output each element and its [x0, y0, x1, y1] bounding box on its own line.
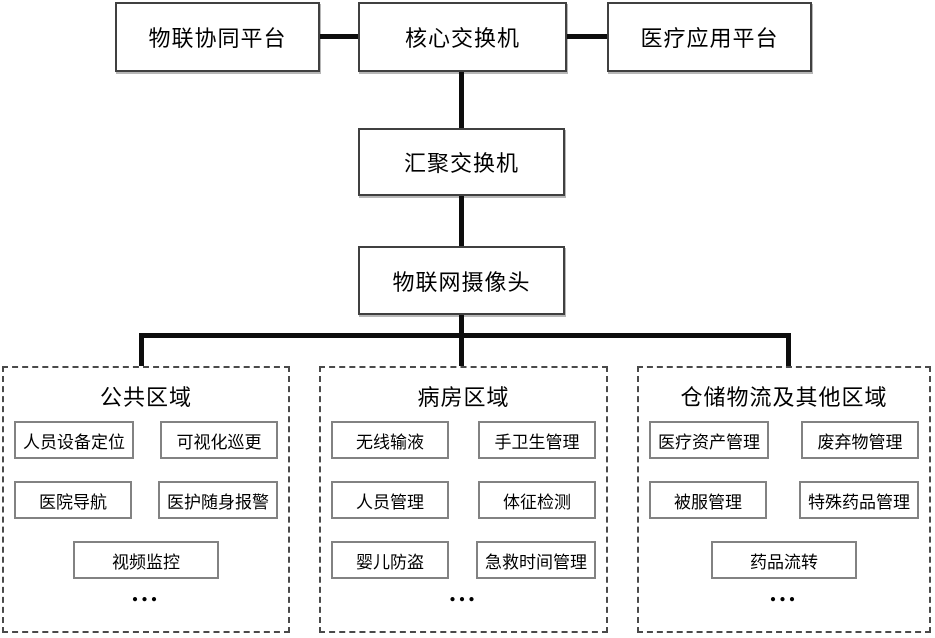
region-public-area: 公共区域 人员设备定位 可视化巡更 医院导航 医护随身报警 视频监控 ... [2, 366, 290, 633]
item-wireless-infusion: 无线输液 [331, 421, 449, 459]
connector-horizontal-bus [139, 333, 791, 338]
item-medical-asset-management: 医疗资产管理 [649, 421, 769, 459]
item-personnel-device-location: 人员设备定位 [14, 421, 134, 459]
node-aggregation-switch: 汇聚交换机 [358, 128, 565, 196]
node-core-switch: 核心交换机 [358, 2, 567, 72]
more-items-ellipsis: ... [449, 578, 478, 607]
item-hospital-navigation: 医院导航 [14, 481, 132, 519]
node-iot-collaboration-platform: 物联协同平台 [115, 2, 320, 72]
more-items-ellipsis: ... [769, 578, 799, 607]
item-personnel-management: 人员管理 [331, 481, 449, 519]
connector-bus-to-warehouse-region [786, 333, 791, 366]
connector-aggregation-to-camera [459, 196, 464, 246]
item-special-drug-management: 特殊药品管理 [799, 481, 919, 519]
connector-camera-to-ward-region [459, 315, 464, 366]
region-title: 病房区域 [417, 385, 510, 410]
item-vital-signs-detection: 体征检测 [478, 481, 596, 519]
region-title: 仓储物流及其他区域 [680, 385, 888, 410]
more-items-ellipsis: ... [131, 578, 161, 607]
node-iot-camera: 物联网摄像头 [358, 246, 565, 315]
connector-core-to-aggregation [459, 72, 464, 128]
node-medical-application-platform: 医疗应用平台 [607, 2, 812, 72]
item-waste-management: 废弃物管理 [801, 421, 919, 459]
region-title: 公共区域 [99, 385, 192, 410]
item-emergency-time-management: 急救时间管理 [476, 541, 596, 579]
item-infant-anti-theft: 婴儿防盗 [331, 541, 449, 579]
item-staff-personal-alarm: 医护随身报警 [158, 481, 278, 519]
connector-bus-to-public-region [139, 333, 144, 366]
item-linen-management: 被服管理 [649, 481, 767, 519]
region-warehouse-logistics-area: 仓储物流及其他区域 医疗资产管理 废弃物管理 被服管理 特殊药品管理 药品流转 … [637, 366, 931, 633]
item-visual-patrol: 可视化巡更 [160, 421, 278, 459]
item-drug-circulation: 药品流转 [711, 541, 857, 579]
region-ward-area: 病房区域 无线输液 手卫生管理 人员管理 体征检测 婴儿防盗 急救时间管理 ..… [319, 366, 608, 633]
connector-iot-platform-to-core [320, 34, 358, 39]
item-video-surveillance: 视频监控 [73, 541, 219, 579]
item-hand-hygiene-management: 手卫生管理 [478, 421, 596, 459]
connector-core-to-medical-platform [567, 34, 607, 39]
